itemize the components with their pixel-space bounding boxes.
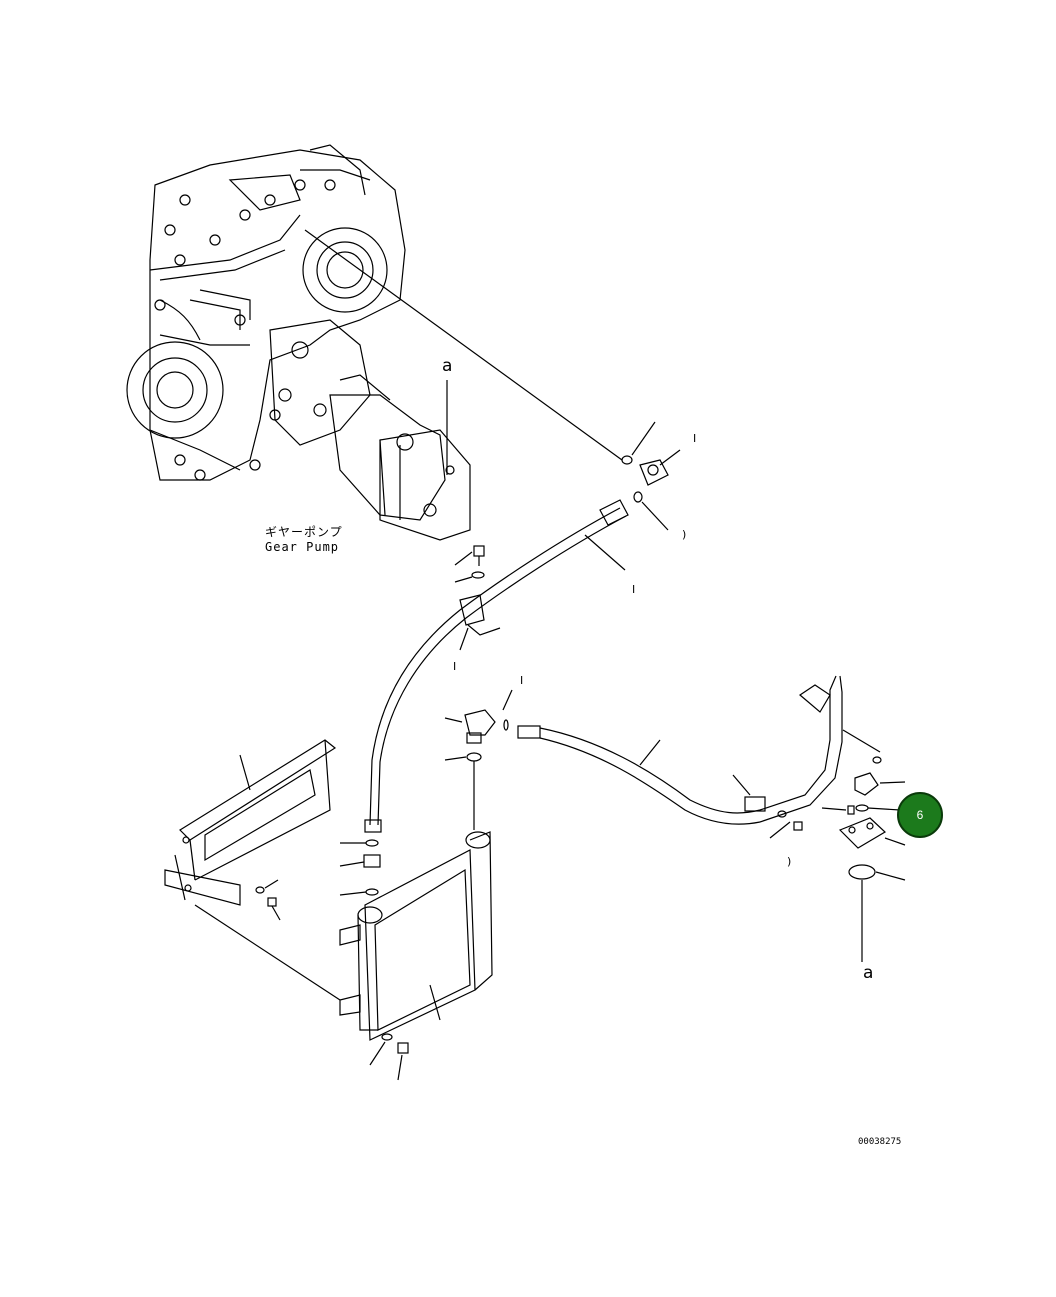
bracket-frame (164, 739, 341, 1001)
gear-pump-label-jp: ギヤーポンプ (265, 525, 343, 539)
callout-label: I (632, 583, 636, 596)
gear-pump-label-en: Gear Pump (265, 540, 340, 554)
right-fittings (821, 756, 906, 962)
oil-cooler (339, 831, 493, 1041)
reference-a-bottom: a (863, 963, 874, 983)
transmission-housing (126, 144, 406, 481)
cooler-fittings (339, 839, 381, 896)
leader-pump-fitting (304, 229, 623, 461)
drawing-number: 00038275 (858, 1137, 902, 1147)
top-fittings (621, 421, 681, 531)
upper-hose (364, 499, 629, 833)
bolt-washer-upper (454, 545, 485, 583)
callout-label: I (453, 660, 457, 673)
elbow-fitting (444, 689, 513, 830)
callout-label: ) (787, 855, 792, 868)
callout-label: ) (682, 528, 687, 541)
lower-hose (517, 725, 761, 825)
bottom-bolts (369, 1033, 409, 1081)
callout-label: I (693, 432, 697, 445)
callout-label: I (520, 674, 524, 687)
part-number-hotspot[interactable]: 6 (897, 792, 943, 838)
gear-pump (269, 319, 471, 541)
reference-a-top: a (442, 356, 453, 376)
steel-pipe (732, 675, 881, 839)
